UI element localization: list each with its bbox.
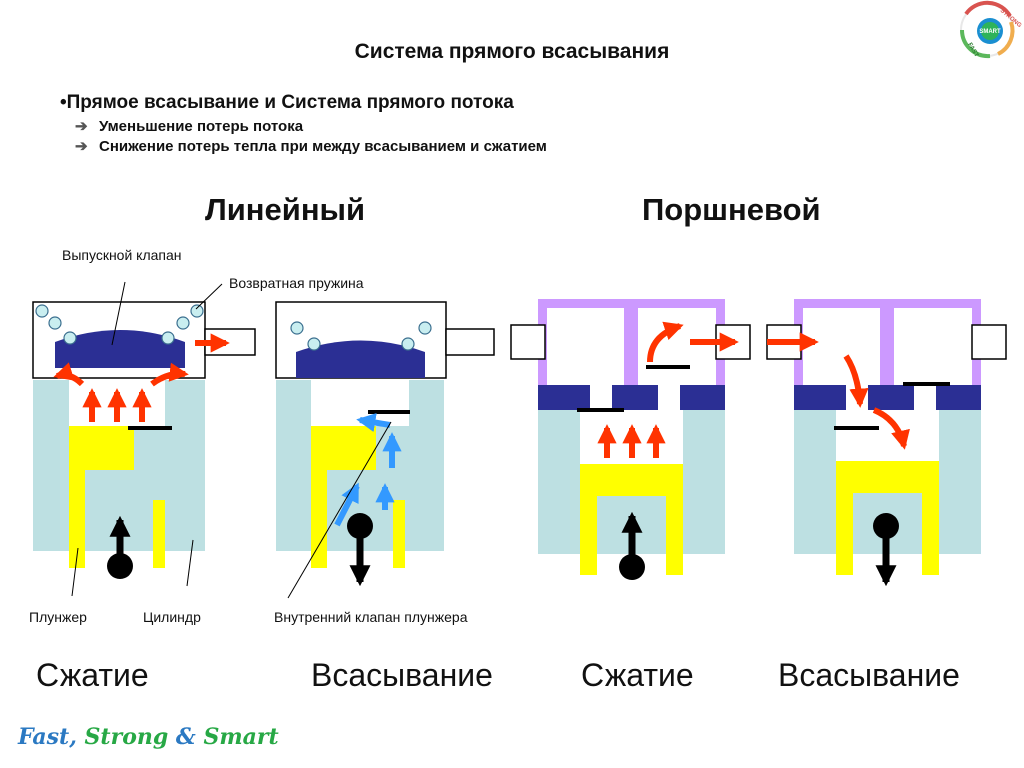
- badge-smart-text: SMART: [979, 29, 1001, 35]
- right-arrow-icon: ➔: [75, 138, 88, 155]
- label-inner-valve: Внутренний клапан плунжера: [274, 609, 468, 625]
- exhaust-valve: [55, 330, 185, 368]
- stroke-up-arrow: [107, 515, 133, 579]
- outlet-port: [971, 324, 1007, 360]
- exhaust-valve: [296, 340, 425, 378]
- cylinder-chamber: [311, 380, 409, 426]
- intake-port: [510, 324, 546, 360]
- main-bullet: •Прямое всасывание и Система прямого пот…: [60, 92, 514, 113]
- leader-exhaust-valve: [111, 281, 126, 346]
- caption-piston-compression: Сжатие: [581, 657, 694, 693]
- exhaust-opening: [658, 385, 680, 410]
- stroke-down-arrow: [347, 513, 373, 587]
- plunger-head: [69, 426, 134, 470]
- valve-plate: [538, 385, 725, 410]
- logo-part-strong: Strong: [84, 724, 169, 750]
- logo-part-fast: Fast: [18, 724, 70, 750]
- return-spring: [35, 304, 204, 345]
- head-frame: [794, 299, 981, 385]
- stroke-up-arrow: [619, 511, 645, 580]
- piston: [580, 464, 683, 575]
- suction-flow-arrows: [334, 413, 402, 527]
- leader-return-spring: [195, 283, 223, 310]
- plunger-wall: [69, 470, 85, 568]
- linear-suction-diagram: [275, 301, 495, 599]
- subpoint-2: ➔ Снижение потерь тепла при между всасыва…: [75, 137, 547, 155]
- label-plunger: Плунжер: [29, 609, 87, 625]
- caption-linear-compression: Сжатие: [36, 657, 149, 693]
- section-linear-title: Линейный: [205, 192, 366, 227]
- compression-flow-arrows: [597, 321, 739, 458]
- valve-plate: [794, 385, 981, 410]
- exhaust-opening: [914, 385, 936, 410]
- subpoint-1-text: Уменьшение потерь потока: [99, 118, 304, 135]
- piston: [836, 461, 939, 575]
- leader-plunger: [71, 547, 79, 597]
- return-spring: [290, 321, 432, 351]
- piston-suction-diagram: [766, 299, 1007, 587]
- head-frame: [538, 299, 725, 385]
- badge-fast-text: FAST: [966, 42, 979, 59]
- page-title: Система прямого всасывания: [354, 40, 670, 63]
- caption-linear-suction: Всасывание: [311, 657, 493, 693]
- suction-flow-arrows: [767, 332, 910, 450]
- compression-flow-arrows: [53, 333, 230, 422]
- logo-part-smart: Smart: [203, 724, 279, 750]
- plunger-wall: [311, 470, 327, 568]
- linear-compression-diagram: [32, 281, 256, 597]
- right-arrow-icon: ➔: [75, 118, 88, 135]
- plunger-wall: [393, 500, 405, 568]
- logo-part-sep2: &: [168, 724, 204, 750]
- stroke-down-arrow: [873, 513, 899, 587]
- brand-badge-logo: STRONG SMART FAST: [959, 0, 1022, 59]
- leader-inner-valve: [287, 421, 392, 599]
- piston-compression-diagram: [510, 299, 751, 580]
- subpoint-2-text: Снижение потерь тепла при между всасыван…: [99, 138, 547, 155]
- plunger-wall: [153, 500, 165, 568]
- leader-cylinder: [186, 539, 194, 587]
- footer-logo: Fast, Strong & Smart: [18, 724, 279, 750]
- outlet-port: [445, 328, 495, 356]
- section-piston-title: Поршневой: [642, 192, 821, 227]
- intake-opening: [590, 385, 612, 410]
- subpoint-1: ➔ Уменьшение потерь потока: [75, 117, 303, 135]
- label-return-spring: Возвратная пружина: [229, 275, 364, 291]
- label-cylinder: Цилиндр: [143, 609, 201, 625]
- caption-piston-suction: Всасывание: [778, 657, 960, 693]
- logo-part-sep1: ,: [69, 724, 85, 750]
- label-exhaust-valve: Выпускной клапан: [62, 247, 182, 263]
- plunger-head: [311, 426, 376, 470]
